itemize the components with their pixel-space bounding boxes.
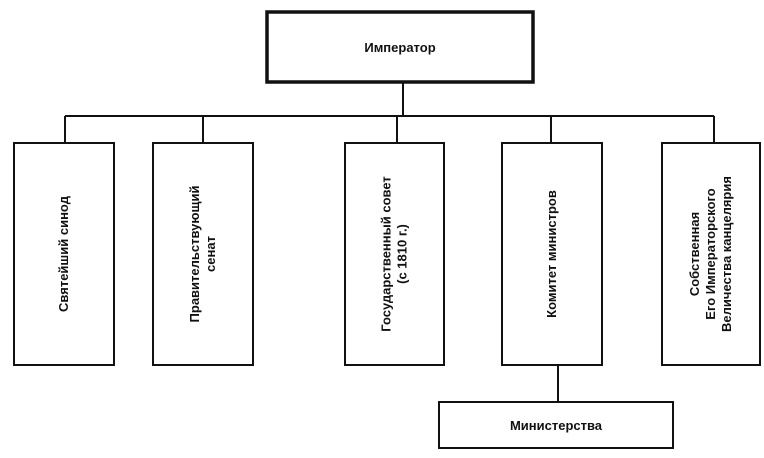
senate-label-line: Правительствующий — [187, 186, 202, 323]
imperial-chancellery-label-line: Собственная — [687, 212, 702, 296]
committee-of-ministers-label-line: Комитет министров — [544, 190, 559, 318]
ministries-label: Министерства — [510, 418, 603, 433]
ministries-node: Министерства — [438, 401, 674, 449]
state-council-node: Государственный совет(с 1810 г.) — [344, 142, 445, 366]
synod-label-line: Святейший синод — [56, 195, 71, 312]
imperial-chancellery-label-line: Величества канцелярия — [719, 176, 734, 332]
synod-node: Святейший синод — [13, 142, 115, 366]
connectors — [64, 82, 715, 402]
committee-of-ministers-node: Комитет министров — [501, 142, 603, 366]
senate-label-line: сенат — [203, 236, 218, 272]
emperor-label: Император — [364, 40, 435, 55]
state-council-label-line: Государственный совет — [379, 176, 394, 332]
state-council-label-line: (с 1810 г.) — [395, 224, 410, 284]
emperor-node: Император — [265, 10, 535, 84]
imperial-chancellery-label-line: Его Императорского — [703, 188, 718, 320]
